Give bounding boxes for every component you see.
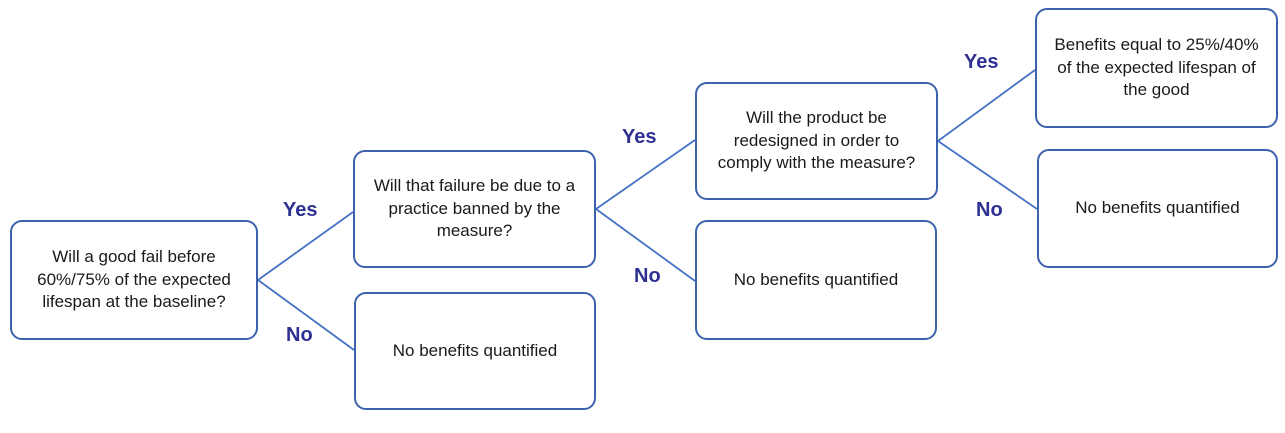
node-no-benefits-3: No benefits quantified: [1037, 149, 1278, 268]
edge-label-no-1: No: [286, 324, 313, 346]
edge-label-no-3: No: [976, 199, 1003, 221]
edge-label-yes-1: Yes: [283, 199, 318, 221]
node-no-benefits-2: No benefits quantified: [695, 220, 937, 340]
edge-label-yes-3: Yes: [964, 51, 999, 73]
connector-q2-no: [595, 208, 696, 282]
connector-q1-no: [257, 279, 355, 351]
node-question-good-fail: Will a good fail before 60%/75% of the e…: [10, 220, 258, 340]
node-question-banned-practice: Will that failure be due to a practice b…: [353, 150, 596, 268]
connector-q3-yes: [937, 69, 1036, 142]
edge-label-no-2: No: [634, 265, 661, 287]
connector-q1-yes: [257, 211, 354, 281]
node-benefits-quantified: Benefits equal to 25%/40% of the expecte…: [1035, 8, 1278, 128]
connector-q2-yes: [595, 139, 696, 210]
edge-label-yes-2: Yes: [622, 126, 657, 148]
node-no-benefits-1: No benefits quantified: [354, 292, 596, 410]
connector-q3-no: [937, 140, 1038, 210]
node-question-product-redesigned: Will the product be redesigned in order …: [695, 82, 938, 200]
